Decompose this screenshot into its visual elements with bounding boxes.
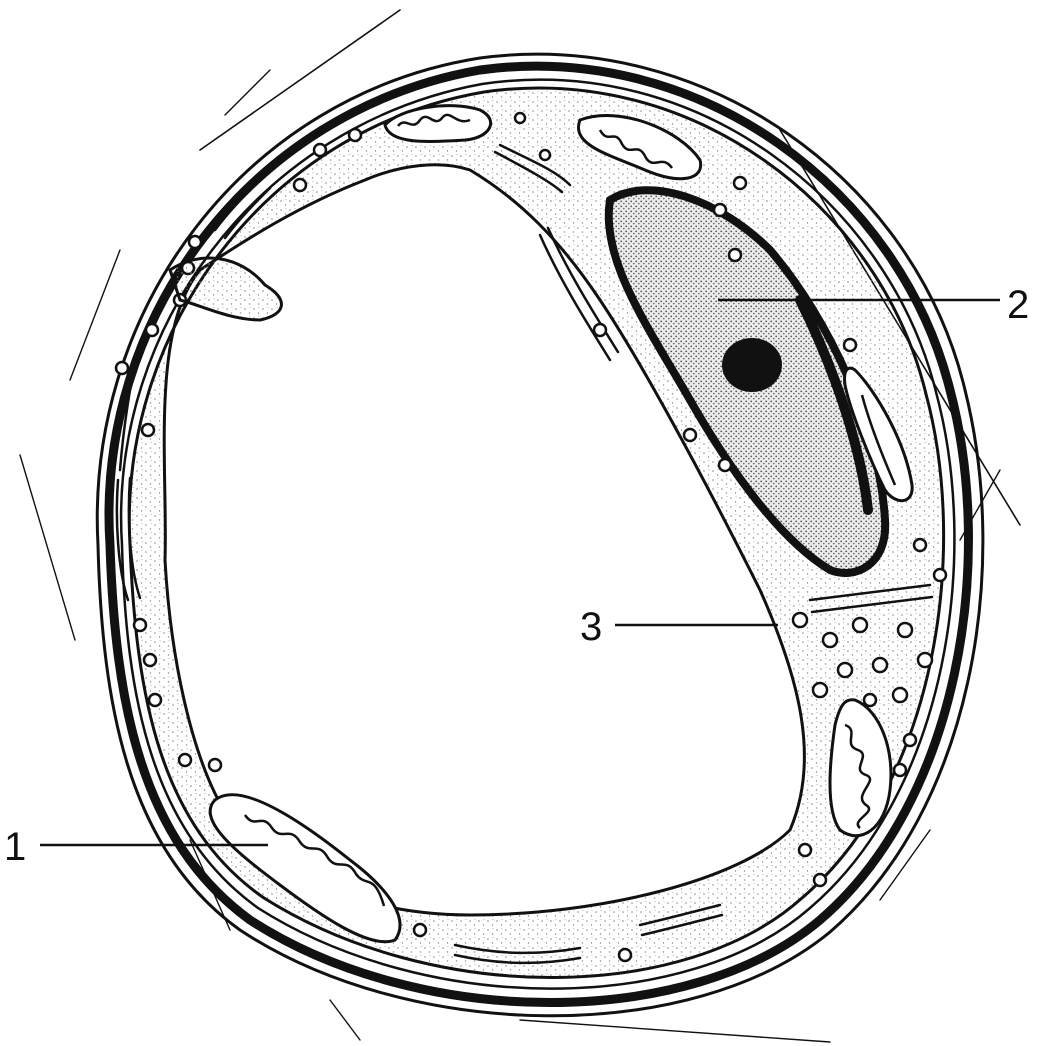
nucleolus	[722, 338, 782, 392]
callout-label-1: 1	[4, 825, 26, 869]
callout-label-2: 2	[1007, 283, 1029, 327]
callout-label-3: 3	[580, 605, 602, 649]
marginal-fold	[170, 258, 281, 320]
mitochondrion-3	[385, 106, 491, 142]
